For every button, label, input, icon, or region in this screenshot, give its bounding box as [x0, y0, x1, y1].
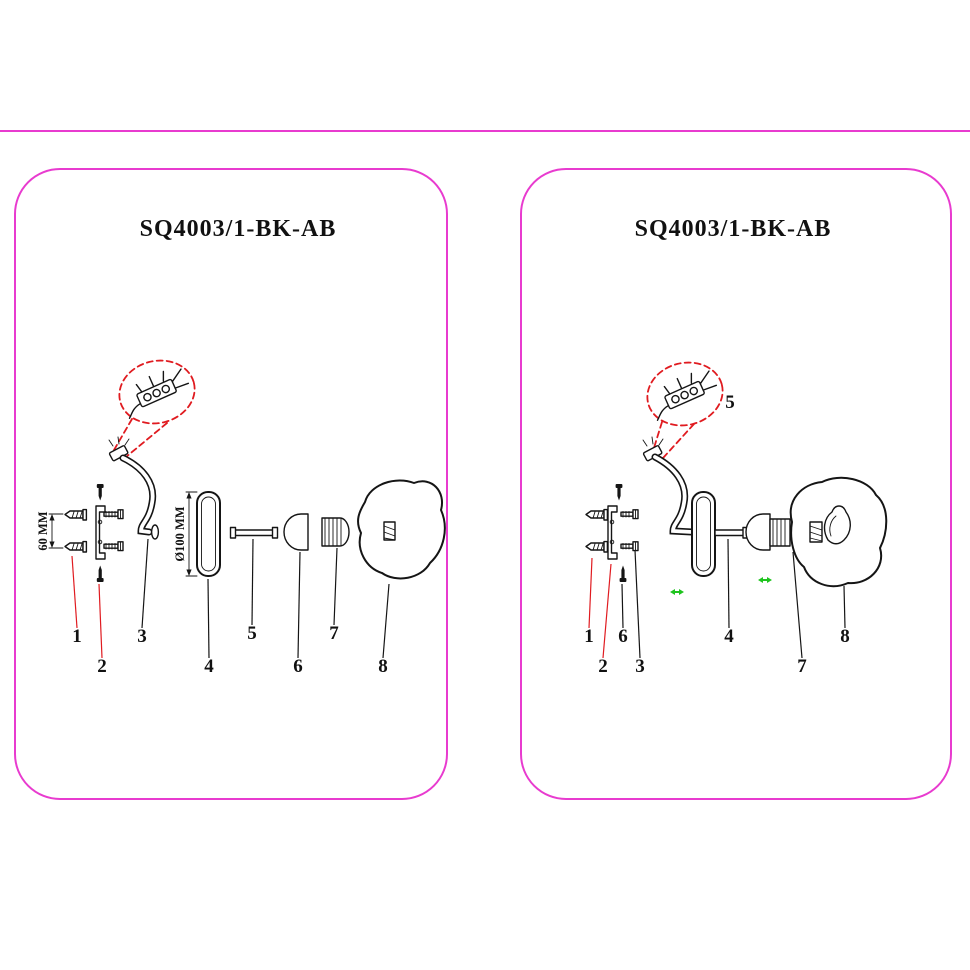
callout-5: 5 — [247, 623, 257, 644]
wiring-detail-circle — [646, 361, 724, 459]
callout-2: 2 — [598, 656, 608, 677]
bracket-screw-top — [96, 484, 104, 501]
wiring-detail-circle — [113, 359, 196, 458]
callout-8: 8 — [378, 656, 388, 677]
exploded-view-drawing: SQ4003/1-BK-AB — [36, 216, 446, 677]
connecting-rod — [229, 526, 279, 539]
callout-5: 5 — [725, 392, 735, 413]
callout-8: 8 — [840, 626, 850, 647]
height-dimension-label: 60 MM — [36, 511, 50, 550]
wall-anchor-bottom — [585, 540, 609, 553]
assembly-arrow-right — [758, 577, 772, 583]
terminal-block-detail-icon — [128, 368, 190, 419]
callout-1: 1 — [584, 626, 594, 647]
callout-3: 3 — [137, 626, 147, 647]
model-title: SQ4003/1-BK-AB — [140, 216, 337, 242]
lamp-socket — [769, 518, 791, 547]
callout-3: 3 — [635, 656, 645, 677]
page-divider-line — [0, 130, 970, 132]
light-bulb — [823, 505, 851, 545]
connecting-rod — [714, 526, 749, 539]
bracket-screw-top — [615, 484, 623, 501]
mounting-bracket — [607, 505, 618, 560]
lamp-arm — [119, 454, 160, 540]
diameter-dimension-label: Ø100 MM — [173, 506, 187, 561]
callout-7: 7 — [797, 656, 807, 677]
assembly-arrow-left — [670, 589, 684, 595]
callout-7: 7 — [329, 623, 339, 644]
socket-cup — [745, 513, 771, 551]
dimension-100mm: Ø100 MM — [173, 491, 198, 577]
inner-socket — [809, 521, 823, 543]
callout-4: 4 — [724, 626, 734, 647]
bracket-screw-bottom — [96, 565, 104, 582]
wall-anchor-top — [64, 508, 88, 521]
model-title: SQ4003/1-BK-AB — [635, 216, 832, 242]
socket-cup — [283, 513, 309, 551]
callout-leaders — [588, 538, 846, 659]
terminal-block-detail-icon — [656, 370, 718, 421]
mounting-screw-top — [620, 509, 639, 520]
panel-exploded-view: SQ4003/1-BK-AB — [14, 168, 448, 800]
callout-6: 6 — [293, 656, 303, 677]
callout-4: 4 — [204, 656, 214, 677]
mounting-bracket — [95, 505, 106, 560]
canopy-plate — [196, 491, 221, 577]
callout-1: 1 — [72, 626, 82, 647]
glass-shade — [357, 479, 446, 580]
mounting-screw-top — [103, 509, 124, 520]
panel-assembled-view: SQ4003/1-BK-AB — [520, 168, 952, 800]
callout-leaders — [71, 538, 390, 659]
wall-anchor-top — [585, 508, 609, 521]
mounting-screw-bottom — [620, 541, 639, 552]
dimension-60mm: 60 MM — [36, 511, 64, 551]
canopy-plate — [691, 491, 716, 577]
mounting-screw-bottom — [103, 541, 124, 552]
bracket-screw-bottom — [619, 565, 627, 582]
lamp-arm — [651, 453, 696, 536]
lamp-socket — [321, 517, 350, 547]
wall-anchor-bottom — [64, 540, 88, 553]
callout-6: 6 — [618, 626, 628, 647]
callout-2: 2 — [97, 656, 107, 677]
assembled-view-drawing: SQ4003/1-BK-AB — [584, 216, 888, 677]
